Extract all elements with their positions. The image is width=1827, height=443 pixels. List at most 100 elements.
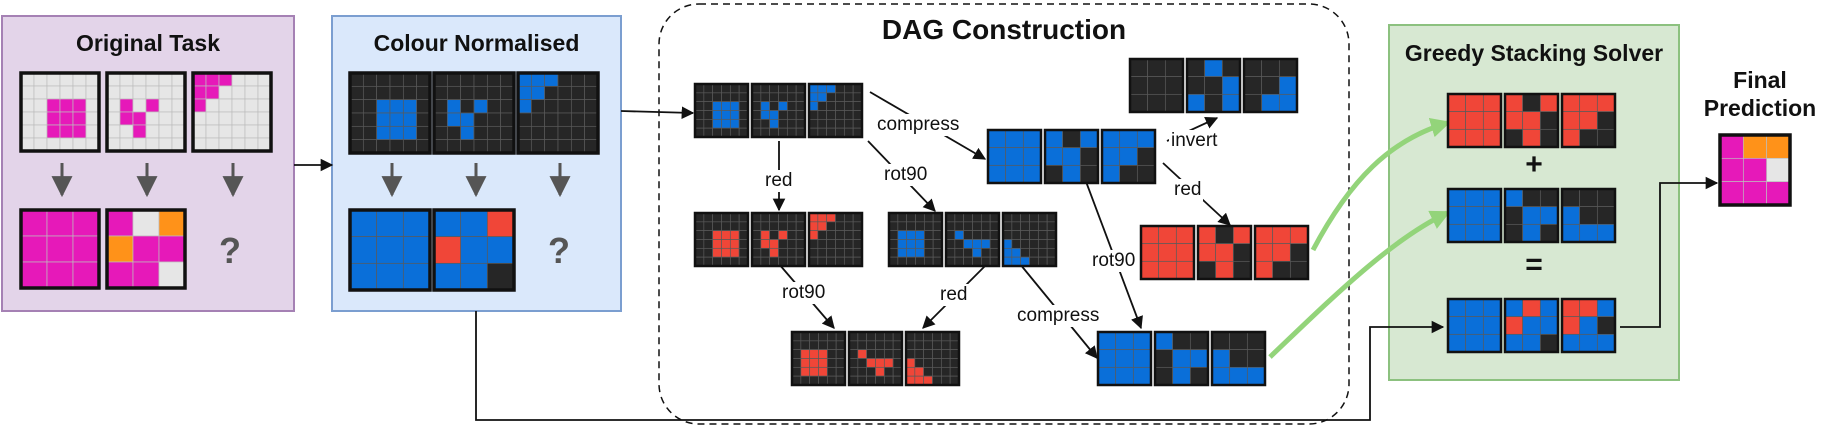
grid-cell — [817, 83, 828, 94]
grid-cell — [843, 92, 854, 103]
grid-cell — [171, 85, 186, 100]
grid-cell — [729, 101, 740, 111]
grid-cell — [1046, 247, 1057, 258]
grid-cell — [1278, 76, 1298, 95]
grid-cell — [1002, 221, 1013, 232]
grid-cell — [1172, 349, 1191, 368]
grid-cell — [980, 247, 991, 258]
grid-cell — [158, 235, 186, 263]
grid-cell — [557, 99, 572, 114]
grid-cell — [132, 137, 147, 152]
grid-cell — [729, 239, 740, 249]
grid-cell — [158, 85, 173, 100]
grid-cell — [1504, 223, 1524, 243]
grid-cell — [817, 247, 828, 258]
grid-cell — [1037, 239, 1048, 249]
grid-cell — [433, 112, 448, 127]
grid-border — [1503, 92, 1560, 149]
grid-cell — [989, 256, 1000, 267]
grid-cell — [769, 83, 779, 94]
grid-cell — [517, 112, 532, 127]
grid-cell — [72, 85, 87, 100]
grid-cell — [1261, 58, 1280, 78]
grid-cell — [486, 112, 502, 127]
grid-cell — [795, 221, 806, 232]
grid-cell — [1539, 333, 1559, 353]
grid-cell — [1504, 298, 1524, 318]
grid-cell — [980, 239, 991, 249]
grid-cell — [257, 111, 272, 126]
dag-construction-title: DAG Construction — [881, 14, 1127, 45]
grid-cell — [244, 137, 259, 152]
grid-cell — [826, 127, 836, 138]
grid-cell — [835, 349, 846, 359]
grid-cell — [729, 247, 740, 258]
grid-cell — [778, 83, 788, 94]
grid-cell — [843, 118, 854, 129]
grid-cell — [1539, 298, 1559, 318]
grid-cell — [905, 349, 916, 359]
grid-cell — [584, 99, 599, 114]
grid-cell — [769, 221, 779, 232]
grid-cell — [500, 139, 515, 154]
grid-cell — [751, 221, 762, 232]
grid-sol-2-2 — [1503, 187, 1560, 244]
grid-cell — [888, 221, 899, 232]
grid-cell — [883, 358, 894, 368]
grid-cell — [20, 124, 35, 139]
grid-dag-c2 — [1185, 57, 1242, 114]
grid-cell — [808, 212, 819, 223]
grid-cell — [1172, 366, 1191, 386]
grid-cell — [257, 98, 272, 113]
grid-cell — [517, 85, 532, 101]
grid-cell — [729, 221, 740, 232]
grid-cell — [1522, 128, 1541, 148]
grid-cell — [795, 212, 806, 223]
grid-cell — [402, 262, 431, 291]
grid-sol-1-2 — [1503, 92, 1560, 149]
grid-cell — [1522, 188, 1541, 208]
grid-cell — [85, 98, 100, 113]
grid-cell — [1243, 58, 1263, 78]
grid-cell — [1046, 212, 1057, 223]
grid-cell — [1020, 221, 1030, 232]
grid-cell — [1029, 256, 1039, 267]
grid-cell — [1596, 316, 1616, 335]
grid-cell — [20, 209, 48, 237]
grid-cell — [897, 256, 908, 267]
grid-cell — [1002, 247, 1013, 258]
grid-cell — [786, 239, 797, 249]
grid-cell — [897, 239, 908, 249]
grid-cell — [1158, 260, 1177, 280]
grid-dag-f3 — [904, 330, 961, 387]
grid-cell — [738, 221, 749, 232]
grid-cell — [791, 331, 802, 342]
grid-cell — [416, 85, 431, 101]
grid-cell — [433, 236, 462, 264]
edge-label-red-left: red — [763, 170, 795, 192]
grid-dag-g2 — [1196, 224, 1253, 281]
grid-cell — [1447, 206, 1467, 225]
grid-cell — [1097, 331, 1117, 351]
grid-border — [1100, 128, 1157, 185]
grid-cell — [20, 98, 35, 113]
grid-cell — [1465, 206, 1484, 225]
grid-cell — [349, 262, 378, 291]
grid-cell — [145, 137, 160, 152]
grid-cell — [1005, 147, 1024, 166]
grid-cell — [416, 125, 431, 141]
grid-cell — [389, 72, 404, 87]
grid-cell — [852, 230, 863, 240]
grid-cell — [349, 236, 378, 264]
grid-cell — [826, 358, 837, 368]
grid-cell — [826, 212, 836, 223]
grid-cell — [1164, 58, 1184, 78]
grid-cell — [1561, 188, 1581, 208]
grid-cell — [557, 72, 572, 87]
grid-cell — [460, 125, 475, 141]
grid-cell — [769, 92, 779, 103]
grid-cell — [1029, 221, 1039, 232]
grid-cell — [244, 98, 259, 113]
grid-cell — [738, 83, 749, 94]
grid-cell — [486, 99, 502, 114]
